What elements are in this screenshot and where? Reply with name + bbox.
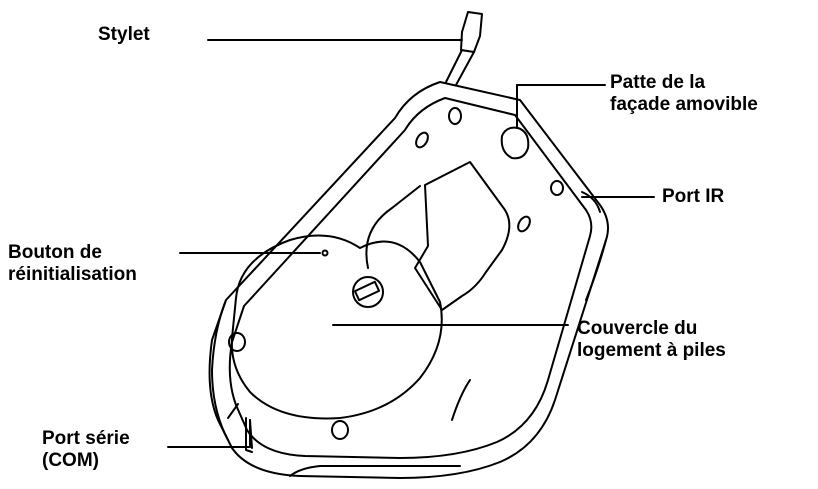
label-patte-line2: façade amovible: [610, 94, 758, 115]
label-couvercle-line1: Couvercle du: [577, 318, 698, 339]
label-stylet-text: Stylet: [98, 24, 150, 45]
device-body-outline: [208, 81, 609, 479]
label-couvercle: Couvercle du logement à piles: [577, 318, 726, 362]
ir-port-drawing: [581, 191, 601, 213]
label-port-ir-text: Port IR: [662, 186, 725, 207]
label-port-ir: Port IR: [662, 186, 724, 208]
label-patte-facade: Patte de la façade amovible: [610, 72, 758, 116]
battery-cover-outline: [230, 234, 443, 420]
label-bouton-line2: réinitialisation: [8, 264, 137, 285]
label-bouton-reinit: Bouton de réinitialisation: [8, 242, 137, 286]
label-patte-line1: Patte de la: [610, 72, 706, 93]
serial-port-drawing: [245, 417, 253, 453]
label-port-serie-line2: (COM): [42, 450, 99, 471]
label-couvercle-line2: logement à piles: [577, 340, 726, 361]
label-stylet: Stylet: [98, 24, 150, 46]
label-port-serie-line1: Port série: [42, 428, 130, 449]
label-port-serie: Port série (COM): [42, 428, 130, 472]
upper-recess: [414, 161, 511, 311]
label-bouton-line1: Bouton de: [8, 242, 102, 263]
faceplate-tab-drawing: [500, 126, 530, 160]
